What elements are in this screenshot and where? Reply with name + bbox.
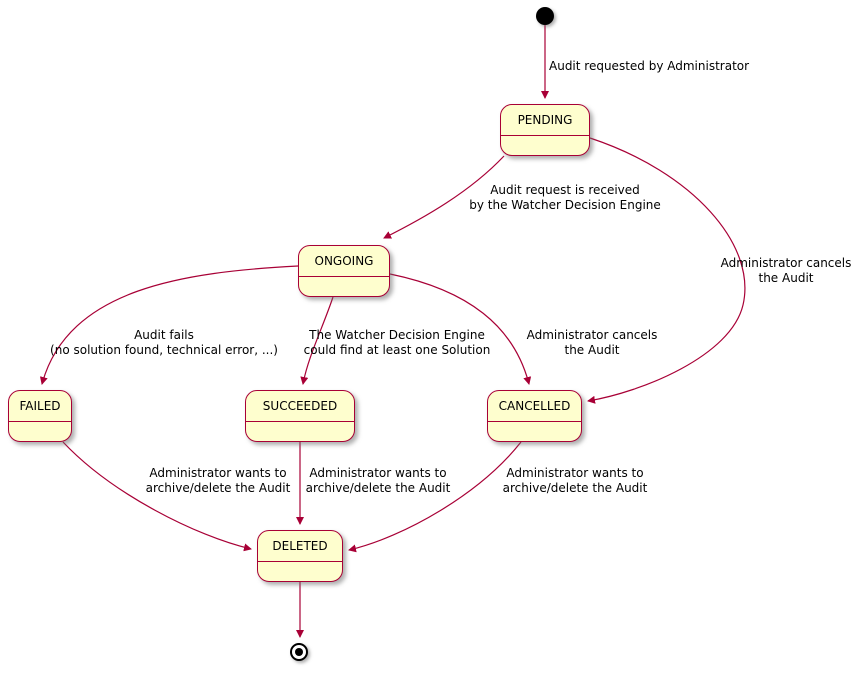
edge-pending-to-cancelled [587, 137, 746, 404]
state-pending: PENDING [500, 104, 590, 156]
edge-label-succeeded-to-deleted: Administrator wants to archive/delete th… [305, 466, 451, 495]
edge-ongoing-to-cancelled [389, 273, 532, 385]
initial-state-dot [536, 7, 554, 25]
state-ongoing-label: ONGOING [299, 246, 389, 277]
state-deleted: DELETED [257, 530, 343, 582]
state-cancelled-label: CANCELLED [488, 391, 581, 422]
final-state-dot [295, 648, 303, 656]
edge-label-cancelled-to-deleted: Administrator wants to archive/delete th… [502, 466, 648, 495]
state-pending-body [501, 136, 589, 155]
state-succeeded: SUCCEEDED [245, 390, 355, 442]
edge-label-ongoing-to-cancelled: Administrator cancels the Audit [526, 328, 658, 357]
edge-label-failed-to-deleted: Administrator wants to archive/delete th… [145, 466, 291, 495]
edge-ongoing-to-failed [39, 265, 299, 385]
edge-label-ongoing-to-succeeded: The Watcher Decision Engine could find a… [303, 328, 491, 357]
edge-pending-to-ongoing [383, 155, 505, 239]
edge-label-init-to-pending: Audit requested by Administrator [549, 59, 750, 73]
edge-label-ongoing-to-failed: Audit fails (no solution found, technica… [50, 328, 278, 357]
state-pending-label: PENDING [501, 105, 589, 136]
state-failed: FAILED [8, 390, 72, 442]
edge-cancelled-to-deleted [348, 441, 522, 553]
edge-label-pending-to-ongoing: Audit request is received by the Watcher… [469, 183, 661, 212]
state-failed-label: FAILED [9, 391, 71, 422]
state-deleted-body [258, 562, 342, 581]
edge-label-pending-to-cancelled: Administrator cancels the Audit [720, 256, 852, 285]
state-ongoing: ONGOING [298, 245, 390, 297]
edge-failed-to-deleted [62, 441, 252, 552]
state-succeeded-label: SUCCEEDED [246, 391, 354, 422]
state-cancelled: CANCELLED [487, 390, 582, 442]
state-failed-body [9, 422, 71, 441]
edge-ongoing-to-succeeded [300, 296, 334, 385]
state-succeeded-body [246, 422, 354, 441]
final-state [290, 643, 308, 661]
state-deleted-label: DELETED [258, 531, 342, 562]
state-ongoing-body [299, 277, 389, 296]
state-cancelled-body [488, 422, 581, 441]
